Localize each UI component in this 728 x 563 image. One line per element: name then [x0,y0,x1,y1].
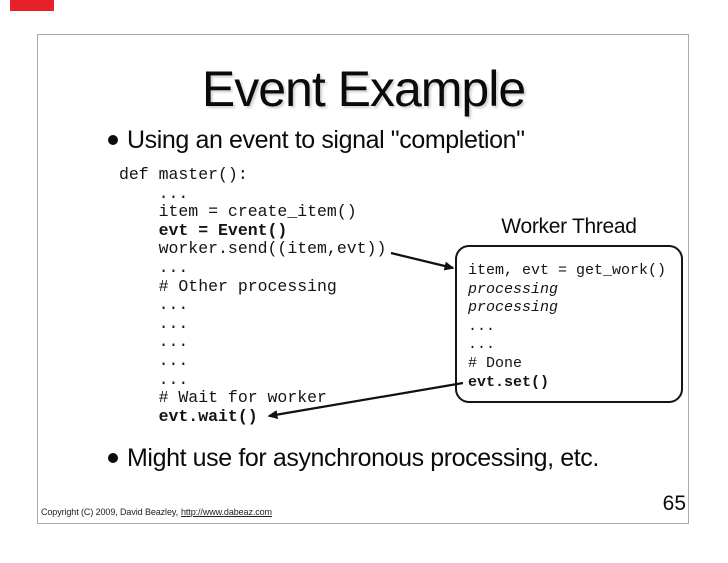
code-line: # Other processing [119,276,337,296]
worker-thread-box [455,245,683,403]
bullet-icon [108,453,118,463]
bullet-item-bottom: Might use for asynchronous processing, e… [108,443,599,473]
code-line: processing [468,299,559,317]
bullet-icon [108,135,118,145]
footer: Copyright (C) 2009, David Beazley,http:/… [41,507,272,517]
bullet-top-text: Using an event to signal "completion" [127,126,525,154]
code-line: evt.wait() [119,406,258,426]
bullet-bottom-text: Might use for asynchronous processing, e… [127,444,599,472]
code-line: worker.send((item,evt)) [119,239,387,259]
code-line: ... [468,336,496,354]
code-line: # Done [468,354,523,372]
code-line: ... [119,295,189,315]
copyright-text: Copyright (C) 2009, David Beazley, [41,507,178,517]
page-number: 65 [662,492,686,515]
code-line: evt.set() [468,373,550,391]
code-line: ... [119,332,189,352]
worker-thread-label: Worker Thread [501,215,637,238]
code-line: ... [119,183,189,203]
code-line: item = create_item() [119,202,357,222]
code-line: ... [119,350,189,370]
code-line: # Wait for worker [119,388,327,408]
bullet-item-top: Using an event to signal "completion" [108,125,525,155]
code-line: item, evt = get_work() [468,262,667,279]
code-line: ... [119,257,189,277]
code-line: processing [468,280,559,298]
red-badge [10,0,54,11]
code-line: ... [468,317,496,335]
master-code-block: def master(): ... item = create_item() e… [119,165,387,426]
code-line: def master(): [119,165,248,184]
code-line: ... [119,313,189,333]
slide-title: Event Example [201,61,526,117]
code-line: ... [119,369,189,389]
footer-link[interactable]: http://www.dabeaz.com [181,507,272,517]
code-line: evt = Event() [119,220,288,240]
